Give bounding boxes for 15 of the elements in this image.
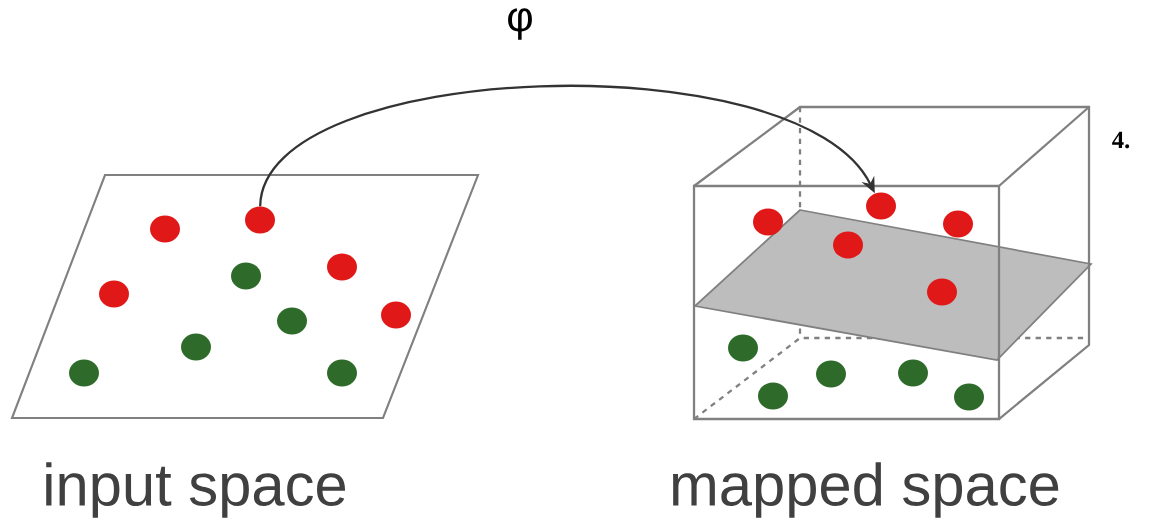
dot bbox=[277, 307, 307, 335]
edge-label: φ bbox=[508, 8, 532, 40]
figure-number: 4. bbox=[1112, 131, 1130, 149]
dot bbox=[99, 280, 129, 308]
dot bbox=[245, 206, 275, 234]
node-label: input space bbox=[46, 462, 346, 518]
dot bbox=[150, 215, 180, 243]
dot bbox=[381, 301, 411, 329]
dot bbox=[327, 359, 357, 387]
node-label: mapped space bbox=[673, 462, 1059, 518]
dot bbox=[231, 262, 261, 290]
curved-arrow bbox=[259, 85, 875, 207]
dot bbox=[69, 359, 99, 387]
dot bbox=[327, 253, 357, 281]
dot bbox=[181, 333, 211, 361]
